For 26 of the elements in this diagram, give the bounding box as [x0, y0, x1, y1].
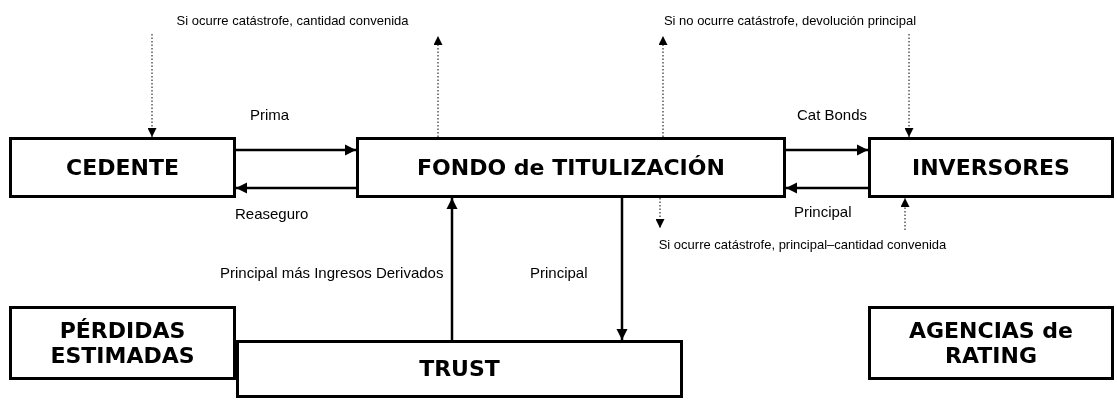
annotation-text: Si ocurre catástrofe, cantidad convenida [130, 10, 455, 30]
arrow [655, 197, 665, 229]
process-box: AGENCIAS de RATING [868, 306, 1114, 380]
arrow [236, 144, 356, 156]
process-box: PÉRDIDAS ESTIMADAS [9, 306, 236, 380]
arrow [904, 33, 914, 138]
arrow [658, 35, 668, 138]
edge-label: Principal [792, 203, 854, 220]
process-box: FONDO de TITULIZACIÓN [356, 137, 786, 198]
arrow [147, 33, 157, 138]
annotation-text: Si no ocurre catástrofe, devolución principal [612, 10, 968, 30]
arrow [786, 182, 868, 194]
edge-label: Principal más Ingresos Derivados [218, 264, 446, 281]
edge-label: Prima [248, 106, 292, 123]
annotation-text: Si ocurre catástrofe, principal–cantidad convenida [625, 234, 980, 254]
arrow [433, 35, 443, 138]
process-box: CEDENTE [9, 137, 236, 198]
edge-label: Principal [528, 264, 590, 281]
arrow [236, 182, 356, 194]
process-box: INVERSORES [868, 137, 1114, 198]
arrow [616, 198, 628, 340]
arrow [900, 197, 910, 231]
arrow [786, 144, 868, 156]
process-box: TRUST [236, 340, 683, 398]
arrow [446, 198, 458, 340]
edge-label: Cat Bonds [795, 106, 870, 123]
